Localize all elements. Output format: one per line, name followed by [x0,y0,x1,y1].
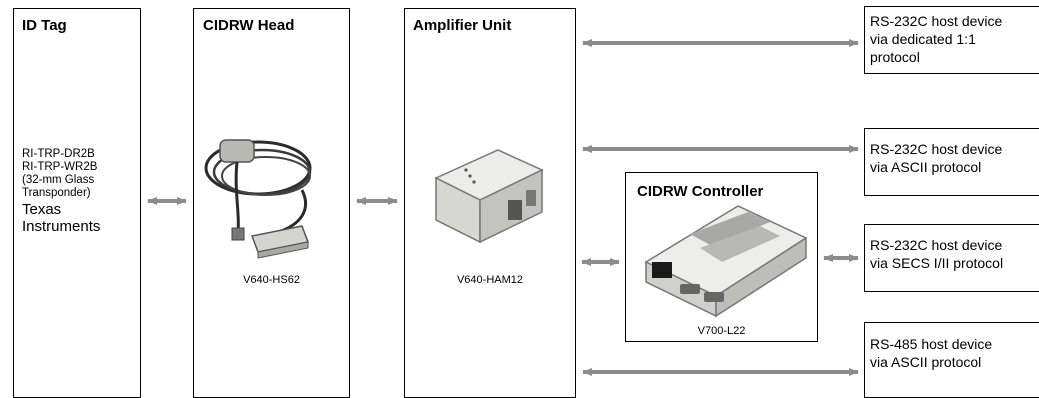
host-box-1 [864,6,1039,74]
host-4-line-2: via ASCII protocol [870,354,982,370]
id-tag-model-1: RI-TRP-DR2B [22,148,95,160]
cidrw-head-box [193,8,350,398]
host-3-line-1: RS-232C host device [870,237,1003,253]
cidrw-head-image [204,139,312,259]
host-1-line-1: RS-232C host device [870,13,1003,29]
host-box-3 [864,224,1039,292]
head-model-caption: V640-HS62 [243,274,300,286]
host-2-line-1: RS-232C host device [870,141,1003,157]
amplifier-unit-title: Amplifier Unit [413,17,512,34]
controller-model-caption: V700-L22 [697,325,746,337]
host-4-line-1: RS-485 host device [870,336,993,352]
id-tag-title: ID Tag [22,17,67,34]
id-tag-model-4: Transponder) [22,187,91,199]
host-2-line-2: via ASCII protocol [870,159,982,175]
id-tag-maker-2: Instruments [22,218,101,235]
host-box-4 [864,322,1039,398]
cidrw-head-title: CIDRW Head [203,17,295,34]
host-3-line-2: via SECS I/II protocol [870,255,1004,271]
id-tag-model-3: (32-mm Glass [22,174,95,186]
controller-image [644,205,808,318]
host-1-line-3: protocol [870,49,920,65]
amplifier-image [434,149,544,244]
amplifier-model-caption: V640-HAM12 [456,274,524,286]
controller-title: CIDRW Controller [637,183,764,200]
host-1-line-2: via dedicated 1:1 [870,31,976,47]
host-box-2 [864,128,1039,196]
id-tag-maker-1: Texas [22,201,62,218]
id-tag-box [13,8,141,398]
id-tag-model-2: RI-TRP-WR2B [22,161,98,173]
